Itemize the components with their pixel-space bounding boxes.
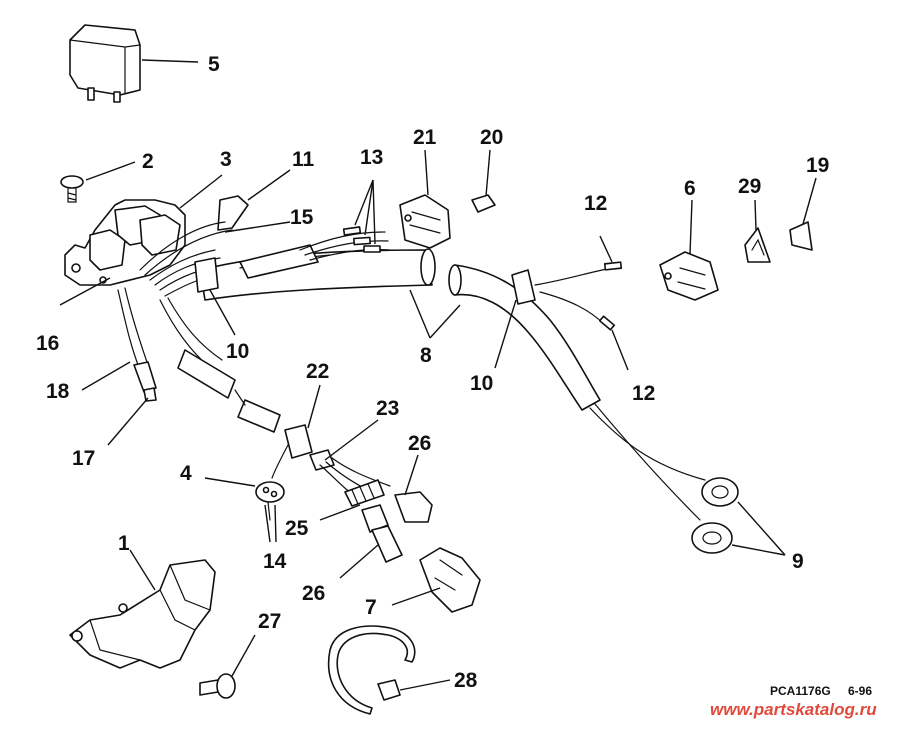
leader-2 xyxy=(85,161,136,181)
leader-14a xyxy=(264,504,271,543)
leader-28 xyxy=(399,679,451,691)
callout-26-top: 26 xyxy=(408,432,431,455)
leader-18 xyxy=(81,361,131,391)
callout-28: 28 xyxy=(454,669,478,692)
callout-18: 18 xyxy=(46,380,70,403)
callout-11: 11 xyxy=(292,148,315,171)
callout-9: 9 xyxy=(792,550,804,573)
bracket-1-part xyxy=(69,559,216,669)
leader-10a xyxy=(209,289,236,336)
leader-7 xyxy=(391,587,441,606)
callout-26-bottom: 26 xyxy=(302,582,325,605)
callout-12-bottom: 12 xyxy=(632,382,655,405)
callout-27: 27 xyxy=(258,610,281,633)
screw-part xyxy=(60,175,84,203)
pin-20-part xyxy=(471,194,496,213)
callout-25: 25 xyxy=(285,517,309,540)
callout-13: 13 xyxy=(360,146,383,169)
callout-2: 2 xyxy=(142,150,154,173)
leader-10b xyxy=(494,299,517,369)
leader-5 xyxy=(141,59,199,63)
leader-15 xyxy=(224,221,291,233)
connector-6-part xyxy=(659,251,719,301)
leader-9b xyxy=(731,544,786,556)
terminal-boot-part xyxy=(217,195,249,231)
relay-part xyxy=(69,24,141,103)
lower-harness xyxy=(255,424,433,563)
callout-17: 17 xyxy=(72,447,95,470)
leader-29 xyxy=(754,199,757,231)
callout-14: 14 xyxy=(263,550,287,573)
callout-8: 8 xyxy=(420,344,432,367)
leader-27 xyxy=(231,634,256,677)
callout-22: 22 xyxy=(306,360,329,383)
callout-12-top: 12 xyxy=(584,192,607,215)
leader-11 xyxy=(247,169,291,201)
leader-17 xyxy=(107,397,149,446)
callout-10-left: 10 xyxy=(226,340,249,363)
leader-20 xyxy=(485,149,491,197)
leader-16 xyxy=(59,277,111,306)
leader-3 xyxy=(179,174,223,209)
callout-16: 16 xyxy=(36,332,59,355)
callout-20: 20 xyxy=(480,126,503,149)
callout-10-right: 10 xyxy=(470,372,493,395)
callout-29: 29 xyxy=(738,175,761,198)
terminal-19-part xyxy=(789,221,813,251)
leader-19 xyxy=(802,177,817,225)
callout-15: 15 xyxy=(290,206,314,229)
leader-9a xyxy=(737,501,786,556)
callout-19: 19 xyxy=(806,154,829,177)
callout-3: 3 xyxy=(220,148,232,171)
leader-12b xyxy=(611,329,629,371)
leader-13a xyxy=(354,179,374,226)
connector-21-part xyxy=(399,194,451,249)
leader-4 xyxy=(204,477,256,487)
connector-7-part xyxy=(419,547,481,613)
callout-21: 21 xyxy=(413,126,437,149)
drawing-reference: PCA1176G xyxy=(770,684,831,698)
wire-harness-main xyxy=(117,221,436,433)
callout-1: 1 xyxy=(118,532,130,555)
leader-25 xyxy=(319,504,361,521)
leader-23 xyxy=(324,419,379,461)
leader-8a xyxy=(409,289,431,339)
watermark: www.partskatalog.ru xyxy=(710,700,877,719)
leader-8b xyxy=(429,304,461,339)
bracket-assembly-part xyxy=(64,199,186,286)
seal-29-part xyxy=(744,227,771,263)
callout-4: 4 xyxy=(180,462,192,485)
leader-26b xyxy=(339,544,379,579)
bolt-27-part xyxy=(199,673,236,699)
callout-7: 7 xyxy=(365,596,377,619)
leader-6 xyxy=(689,199,693,255)
leader-22 xyxy=(307,384,321,429)
right-harness-sleeve xyxy=(448,261,739,554)
leader-14b xyxy=(274,504,277,543)
callout-23: 23 xyxy=(376,397,399,420)
date-code: 6-96 xyxy=(848,684,872,698)
leader-26a xyxy=(404,454,419,496)
leader-1 xyxy=(129,549,156,591)
leader-13c xyxy=(372,179,376,245)
callout-6: 6 xyxy=(684,177,696,200)
leader-13b xyxy=(364,179,374,236)
leader-12a xyxy=(599,235,613,263)
leader-21 xyxy=(424,149,429,196)
callout-5: 5 xyxy=(208,53,220,76)
strap-28-part xyxy=(327,625,416,715)
